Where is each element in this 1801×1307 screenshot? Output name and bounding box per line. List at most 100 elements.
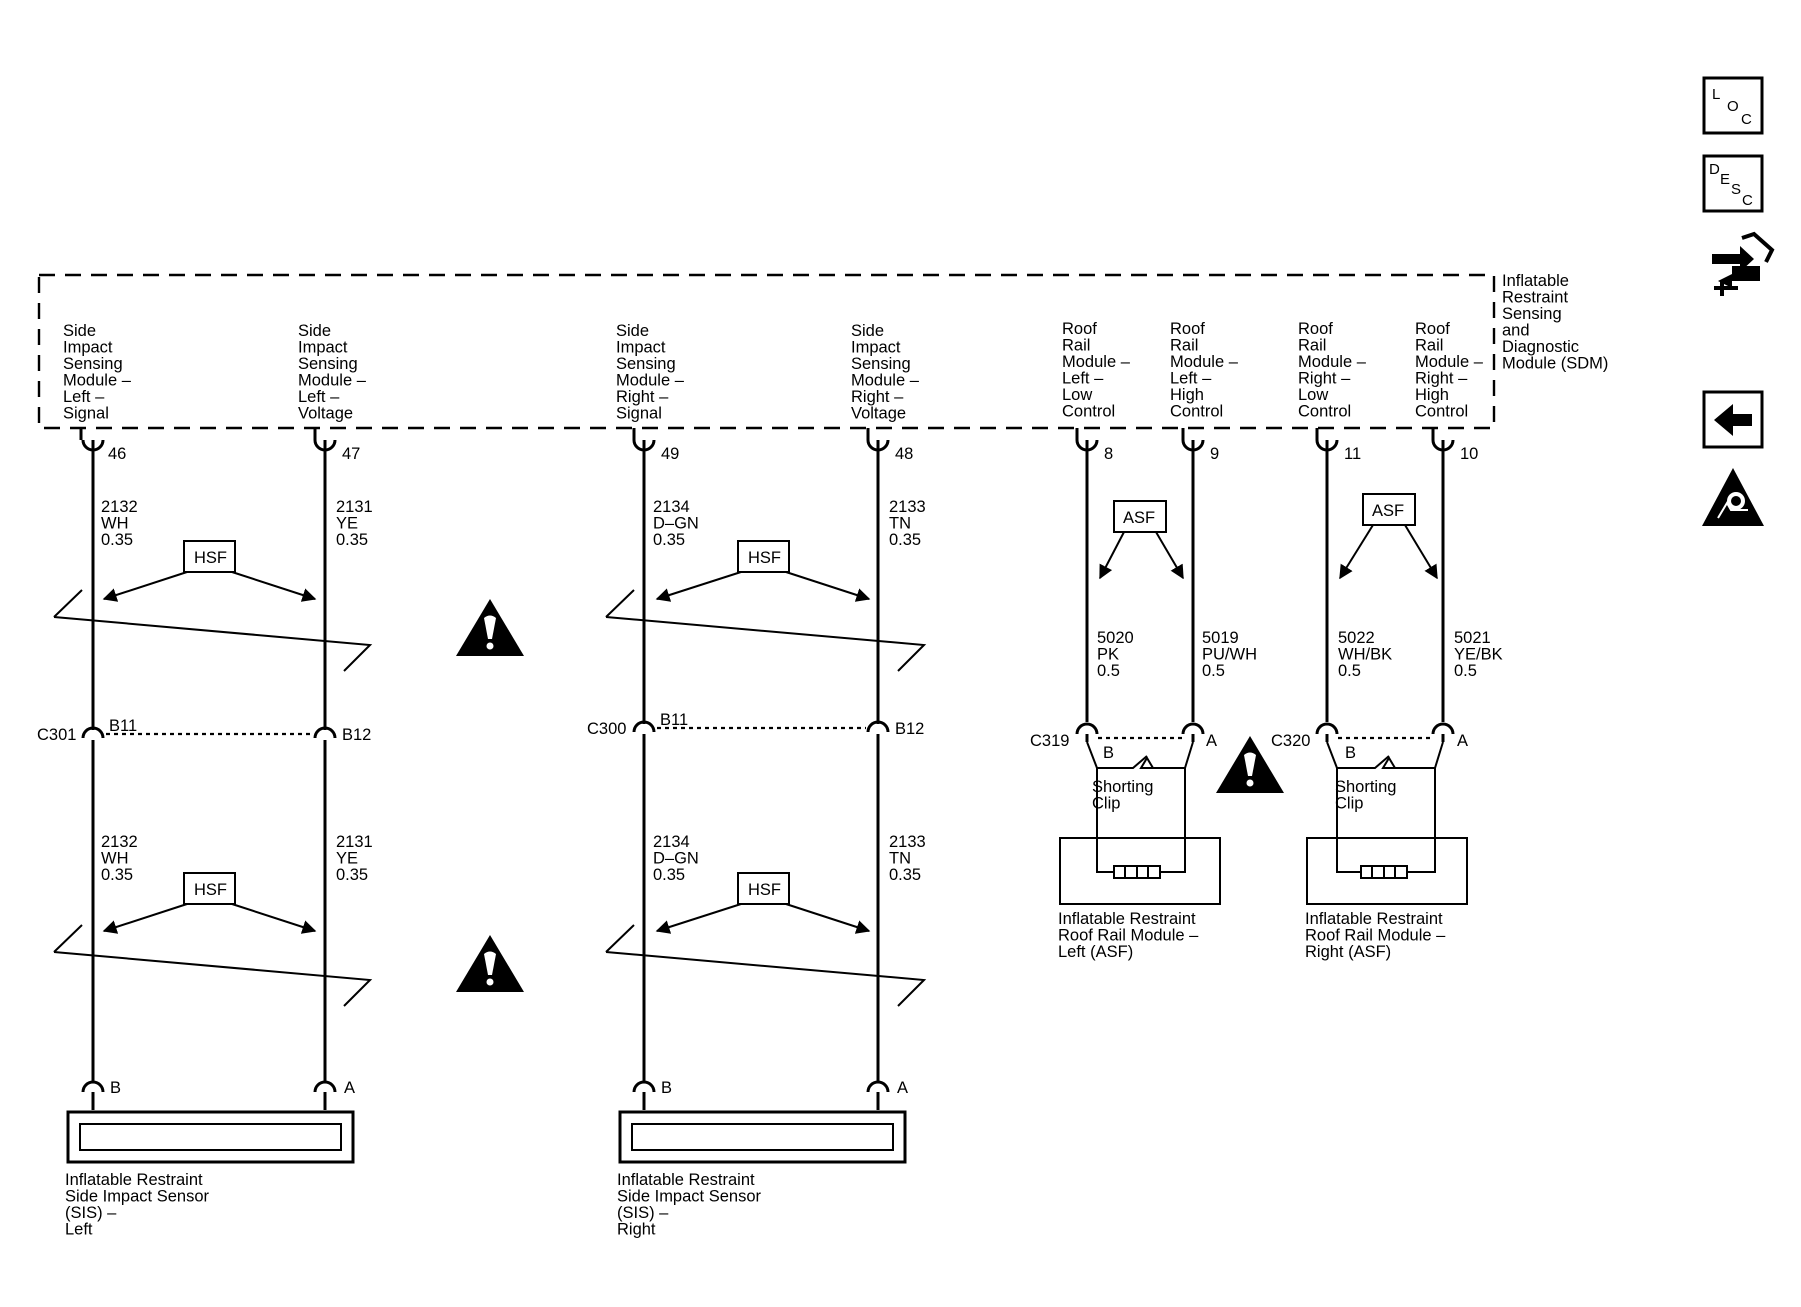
sensor-pin-label: B bbox=[110, 1079, 121, 1097]
wire-callout-2134-upper: 2134 D–GN 0.35 bbox=[653, 498, 699, 549]
svg-text:Right: Right bbox=[617, 1221, 656, 1239]
wire-callout-2131-lower: 2131 YE 0.35 bbox=[336, 833, 373, 884]
wire-callout-5020: 5020 PK 0.5 bbox=[1097, 629, 1134, 680]
roof-connector-c319: C319 B A Shorting Clip bbox=[1030, 722, 1217, 842]
desc-letter: S bbox=[1731, 181, 1741, 198]
sdm-circuit-left-signal: Side Impact Sensing Module – Left – Sign… bbox=[63, 322, 132, 423]
svg-text:Roof Rail Module –: Roof Rail Module – bbox=[1058, 927, 1199, 945]
svg-text:Side: Side bbox=[616, 322, 649, 340]
svg-text:B11: B11 bbox=[660, 711, 688, 729]
svg-text:B12: B12 bbox=[895, 720, 924, 738]
svg-text:0.5: 0.5 bbox=[1097, 662, 1120, 680]
svg-text:B: B bbox=[1345, 744, 1356, 762]
svg-text:0.5: 0.5 bbox=[1202, 662, 1225, 680]
svg-text:PK: PK bbox=[1097, 646, 1119, 664]
svg-text:0.35: 0.35 bbox=[653, 531, 685, 549]
svg-text:Right (ASF): Right (ASF) bbox=[1305, 943, 1391, 961]
svg-text:Left –: Left – bbox=[63, 388, 105, 406]
roof-connector-c320: C320 B A Shorting Clip bbox=[1271, 722, 1468, 842]
sdm-circuit-right-signal: Side Impact Sensing Module – Right – Sig… bbox=[616, 322, 685, 423]
svg-text:Left (ASF): Left (ASF) bbox=[1058, 943, 1133, 961]
svg-text:ASF: ASF bbox=[1372, 502, 1404, 520]
svg-text:Roof Rail Module –: Roof Rail Module – bbox=[1305, 927, 1446, 945]
svg-text:Shorting: Shorting bbox=[1335, 778, 1396, 796]
svg-text:C319: C319 bbox=[1030, 732, 1069, 750]
sdm-circuit-left-voltage: Side Impact Sensing Module – Left – Volt… bbox=[298, 322, 367, 423]
svg-text:Shorting: Shorting bbox=[1092, 778, 1153, 796]
svg-text:YE: YE bbox=[336, 515, 358, 533]
sensor-pin-label: B bbox=[661, 1079, 672, 1097]
sensor-pin-terminals bbox=[81, 1080, 890, 1110]
svg-text:5022: 5022 bbox=[1338, 629, 1375, 647]
hsf-callout-right-upper: HSF bbox=[655, 540, 871, 602]
svg-text:and: and bbox=[1502, 322, 1530, 340]
svg-text:Low: Low bbox=[1062, 386, 1092, 404]
svg-text:Side: Side bbox=[298, 322, 331, 340]
svg-text:2133: 2133 bbox=[889, 833, 926, 851]
connector-repair-button[interactable] bbox=[1712, 231, 1775, 296]
sdm-circuit-right-voltage: Side Impact Sensing Module – Right – Vol… bbox=[851, 322, 920, 423]
svg-text:Left: Left bbox=[65, 1221, 93, 1239]
svg-text:2132: 2132 bbox=[101, 833, 138, 851]
side-impact-wires bbox=[91, 450, 880, 1082]
wire-callout-5022: 5022 WH/BK 0.5 bbox=[1338, 629, 1392, 680]
svg-text:0.35: 0.35 bbox=[889, 866, 921, 884]
svg-text:5020: 5020 bbox=[1097, 629, 1134, 647]
svg-text:Impact: Impact bbox=[63, 339, 113, 357]
airbag-warning-button[interactable] bbox=[1702, 468, 1764, 526]
svg-text:2133: 2133 bbox=[889, 498, 926, 516]
svg-text:C301: C301 bbox=[37, 726, 76, 744]
svg-text:Side Impact Sensor: Side Impact Sensor bbox=[65, 1188, 209, 1206]
wire-callout-5021: 5021 YE/BK 0.5 bbox=[1454, 629, 1503, 680]
svg-text:Left –: Left – bbox=[298, 388, 340, 406]
loc-button[interactable]: L O C bbox=[1702, 76, 1764, 135]
svg-text:Module –: Module – bbox=[851, 372, 920, 390]
sdm-pin-label: 11 bbox=[1344, 445, 1361, 463]
svg-text:Control: Control bbox=[1062, 403, 1115, 421]
svg-text:B: B bbox=[1103, 744, 1114, 762]
twisted-pair-symbol bbox=[605, 589, 927, 672]
wire-callout-5019: 5019 PU/WH 0.5 bbox=[1202, 629, 1257, 680]
svg-text:(SIS) –: (SIS) – bbox=[65, 1204, 117, 1222]
svg-text:Voltage: Voltage bbox=[851, 405, 906, 423]
svg-text:B12: B12 bbox=[342, 726, 371, 744]
svg-text:Roof: Roof bbox=[1170, 320, 1205, 338]
wire-callout-2134-lower: 2134 D–GN 0.35 bbox=[653, 833, 699, 884]
svg-text:HSF: HSF bbox=[194, 881, 227, 899]
svg-text:B11: B11 bbox=[109, 717, 137, 735]
svg-text:Right –: Right – bbox=[1298, 370, 1351, 388]
desc-icon: D bbox=[1709, 161, 1720, 178]
svg-text:Rail: Rail bbox=[1298, 337, 1326, 355]
svg-text:Low: Low bbox=[1298, 386, 1328, 404]
inline-connector-c300: C300 B11 B12 bbox=[587, 711, 924, 738]
svg-text:Right –: Right – bbox=[851, 388, 904, 406]
roof-rail-module-right: Inflatable Restraint Roof Rail Module – … bbox=[1305, 837, 1468, 961]
back-arrow-icon bbox=[1714, 404, 1752, 436]
svg-text:Restraint: Restraint bbox=[1502, 289, 1568, 307]
svg-text:YE: YE bbox=[336, 850, 358, 868]
svg-text:High: High bbox=[1170, 386, 1204, 404]
svg-text:D–GN: D–GN bbox=[653, 850, 699, 868]
svg-text:Inflatable Restraint: Inflatable Restraint bbox=[1058, 910, 1196, 928]
sdm-pin-label: 49 bbox=[661, 445, 679, 463]
roof-rail-wires bbox=[1085, 450, 1445, 722]
side-impact-sensor-left: Inflatable Restraint Side Impact Sensor … bbox=[65, 1110, 355, 1239]
svg-text:TN: TN bbox=[889, 515, 911, 533]
svg-text:Control: Control bbox=[1415, 403, 1468, 421]
sensor-pin-label: A bbox=[897, 1079, 908, 1097]
svg-text:Rail: Rail bbox=[1170, 337, 1198, 355]
warning-icon bbox=[456, 935, 524, 992]
svg-text:High: High bbox=[1415, 386, 1449, 404]
asf-callout-right: ASF bbox=[1339, 493, 1438, 580]
svg-text:Rail: Rail bbox=[1415, 337, 1443, 355]
back-button[interactable] bbox=[1702, 390, 1764, 449]
svg-text:Clip: Clip bbox=[1092, 795, 1120, 813]
svg-text:0.35: 0.35 bbox=[336, 866, 368, 884]
sdm-circuit-roof-left-low: Roof Rail Module – Left – Low Control bbox=[1062, 320, 1131, 421]
connector-repair-icon bbox=[1712, 231, 1775, 296]
svg-text:Impact: Impact bbox=[616, 339, 666, 357]
svg-text:Sensing: Sensing bbox=[63, 355, 123, 373]
svg-text:Right –: Right – bbox=[616, 388, 669, 406]
desc-button[interactable]: D E S C bbox=[1702, 154, 1764, 213]
svg-text:2131: 2131 bbox=[336, 498, 373, 516]
